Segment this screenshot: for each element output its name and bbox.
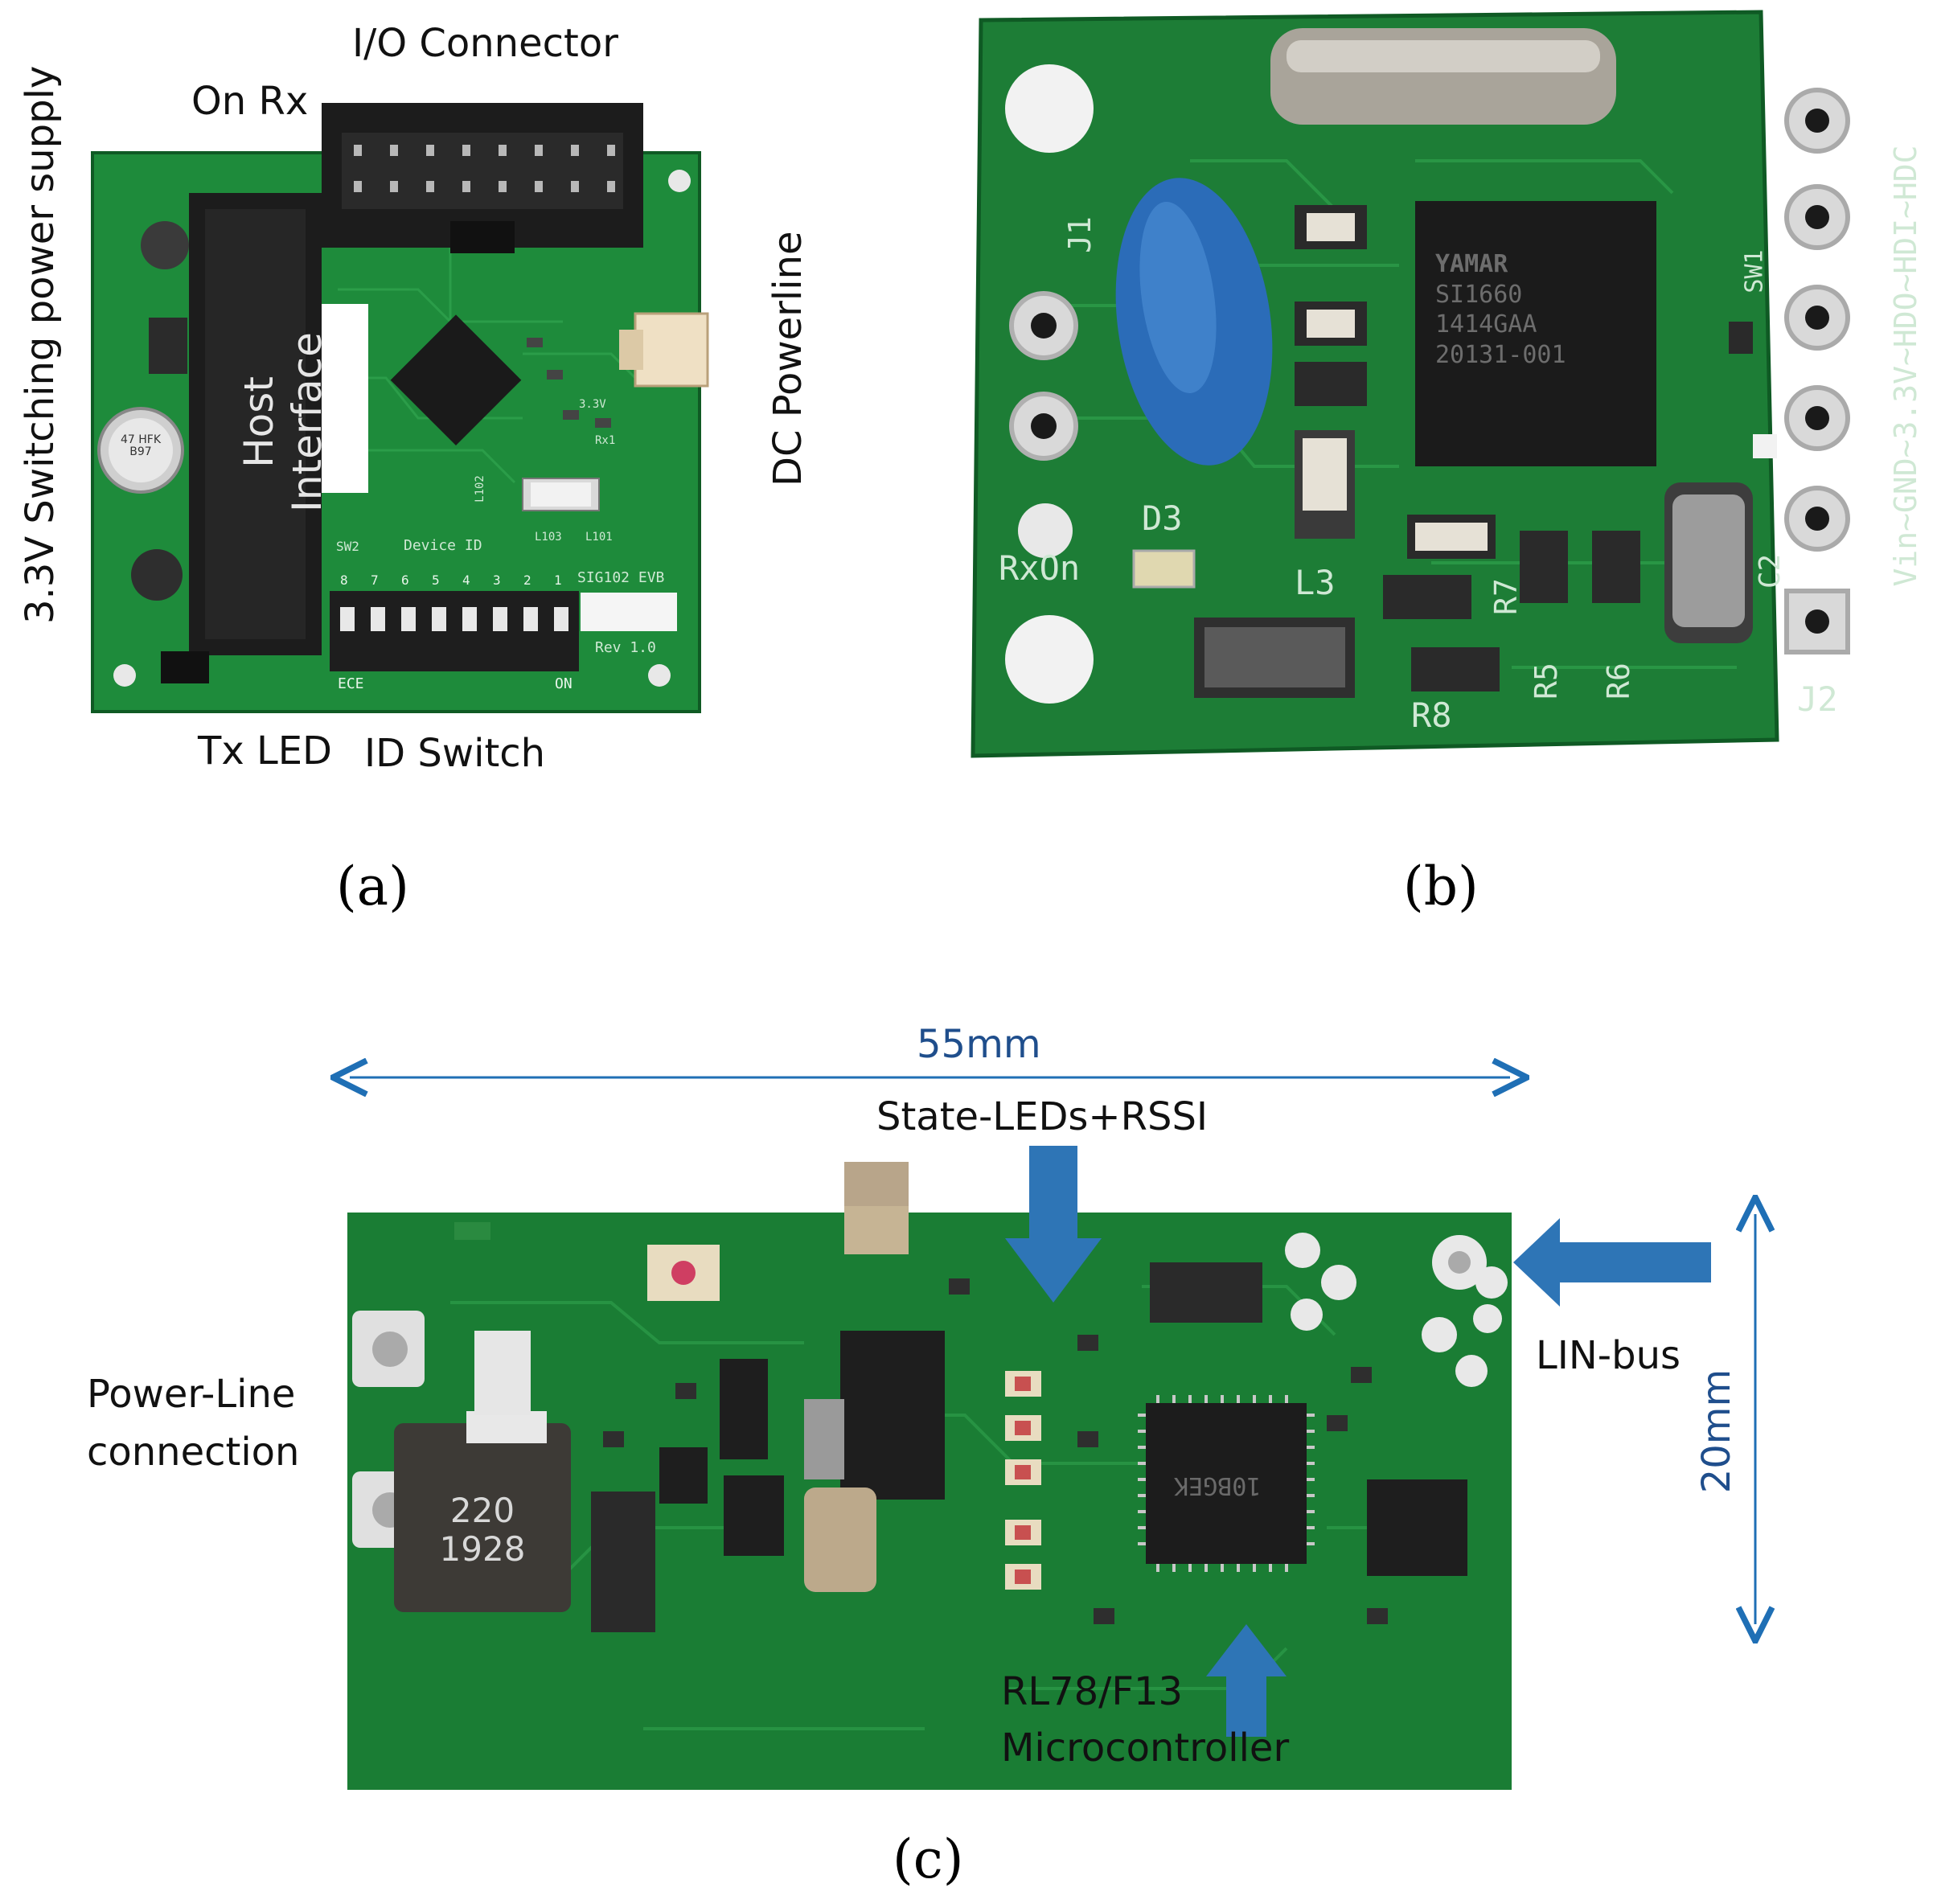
silk-l103: L103 [535,531,562,544]
panel-b-photo [971,10,1850,758]
silk-on: ON [555,675,572,692]
switch-number: 1 [554,572,562,588]
label-mcu-2: Microcontroller [1001,1726,1290,1771]
silk-c2: C2 [1754,553,1787,589]
switch-number: 4 [462,572,470,588]
chip-line: 1414GAA [1435,310,1537,339]
label-tx-led: Tx LED [198,728,333,774]
lin-transceiver [1367,1479,1467,1576]
caption-c: (c) [893,1828,964,1890]
mcu-marking: 10BGEK [1174,1471,1262,1500]
panel-c: 220 1928 10BGEK 55mm 20mm State-LEDs+RSS… [0,965,1937,1904]
silk-l3: L3 [1295,563,1336,602]
chip-line: 20131-001 [1435,340,1566,369]
silk-switch-numbers: 8 7 6 5 4 3 2 1 [340,572,568,588]
switch-number: 5 [432,572,440,588]
silk-rx: Rx1 [595,434,616,447]
inductor-220 [394,1423,571,1612]
label-power-line-2: connection [87,1430,300,1475]
silk-cap-text: 47 HFK B97 [120,433,162,459]
chip-line: YAMAR [1435,250,1508,278]
panel-c-photo [0,965,1937,1790]
inductor-marking: 220 1928 [418,1491,547,1570]
inductor-line: 220 [449,1491,515,1530]
chip-line: SI1660 [1435,280,1523,309]
silk-pins: Vin~GND~3.3V~HDO~HDI~HDC [1888,145,1923,587]
rl78-mcu [1146,1403,1307,1564]
silk-rxon: RxOn [999,548,1081,588]
host-interface-label: Host Interface [236,332,330,512]
silk-r8: R8 [1411,696,1452,735]
silk-sw2: SW2 [336,539,359,554]
switch-number: 7 [371,572,379,588]
silk-r7: R7 [1488,578,1524,615]
label-width-dim: 55mm [917,1022,1041,1067]
label-height-dim: 20mm [1694,1368,1739,1494]
panel-a: Device ID SIG102 EVB Rev 1.0 SW2 ECE ON … [0,0,884,913]
rxon-led [1132,549,1196,589]
state-leds [1005,1371,1041,1590]
chip-marking: YAMAR SI1660 1414GAA 20131-001 [1435,249,1566,370]
label-power-line-1: Power-Line [87,1372,296,1417]
silk-board-name: SIG102 EVB [577,569,665,586]
silk-r5: R5 [1528,663,1564,700]
silk-j2: J2 [1797,679,1838,719]
main-chip-a [390,314,522,446]
mcu-arrow [1206,1624,1287,1737]
silk-device-id: Device ID [404,537,482,554]
panel-a-photo [91,103,709,713]
caption-a: (a) [336,856,409,917]
silk-d3: D3 [1142,499,1183,538]
blank-sticker [322,304,368,493]
switch-number: 3 [493,572,501,588]
silk-l101: L101 [585,531,613,544]
label-switching-supply: 3.3V Switching power supply [18,65,63,624]
caption-b: (b) [1403,856,1479,917]
silk-r6: R6 [1600,663,1636,700]
silk-rev: Rev 1.0 [595,639,656,656]
mount-hole [1005,615,1094,704]
switch-number: 2 [523,572,531,588]
switch-number: 8 [340,572,348,588]
inductor-line: 1928 [439,1529,526,1570]
j2-pads [1784,88,1850,654]
silk-j1: J1 [1061,216,1098,253]
yamar-chip [1415,201,1656,466]
inductor-a [141,221,189,269]
label-on-rx: On Rx [191,79,309,124]
label-state-leds: State-LEDs+RSSI [876,1094,1209,1139]
dip-switch-a [330,591,579,671]
lin-bus-arrow [1513,1218,1711,1307]
powerline-connector-a [634,312,709,388]
silk-sw1: SW1 [1740,249,1769,293]
voltage-regulator [840,1331,945,1500]
label-id-switch: ID Switch [364,731,546,776]
label-mcu-1: RL78/F13 [1001,1669,1184,1714]
state-leds-arrow [1005,1146,1102,1303]
label-dc-powerline: DC Powerline [765,231,811,486]
panel-b: RxOn D3 L3 R8 R7 R5 R6 J1 J2 C2 SW1 Vin~… [949,0,1937,913]
mount-hole [1005,64,1094,153]
label-lin-bus: LIN-bus [1536,1333,1681,1378]
label-io-connector: I/O Connector [352,21,618,66]
silk-l102: L102 [473,475,486,503]
silk-ece: ECE [338,675,364,692]
silk-33v: 3.3V [579,398,606,411]
switch-number: 6 [401,572,409,588]
